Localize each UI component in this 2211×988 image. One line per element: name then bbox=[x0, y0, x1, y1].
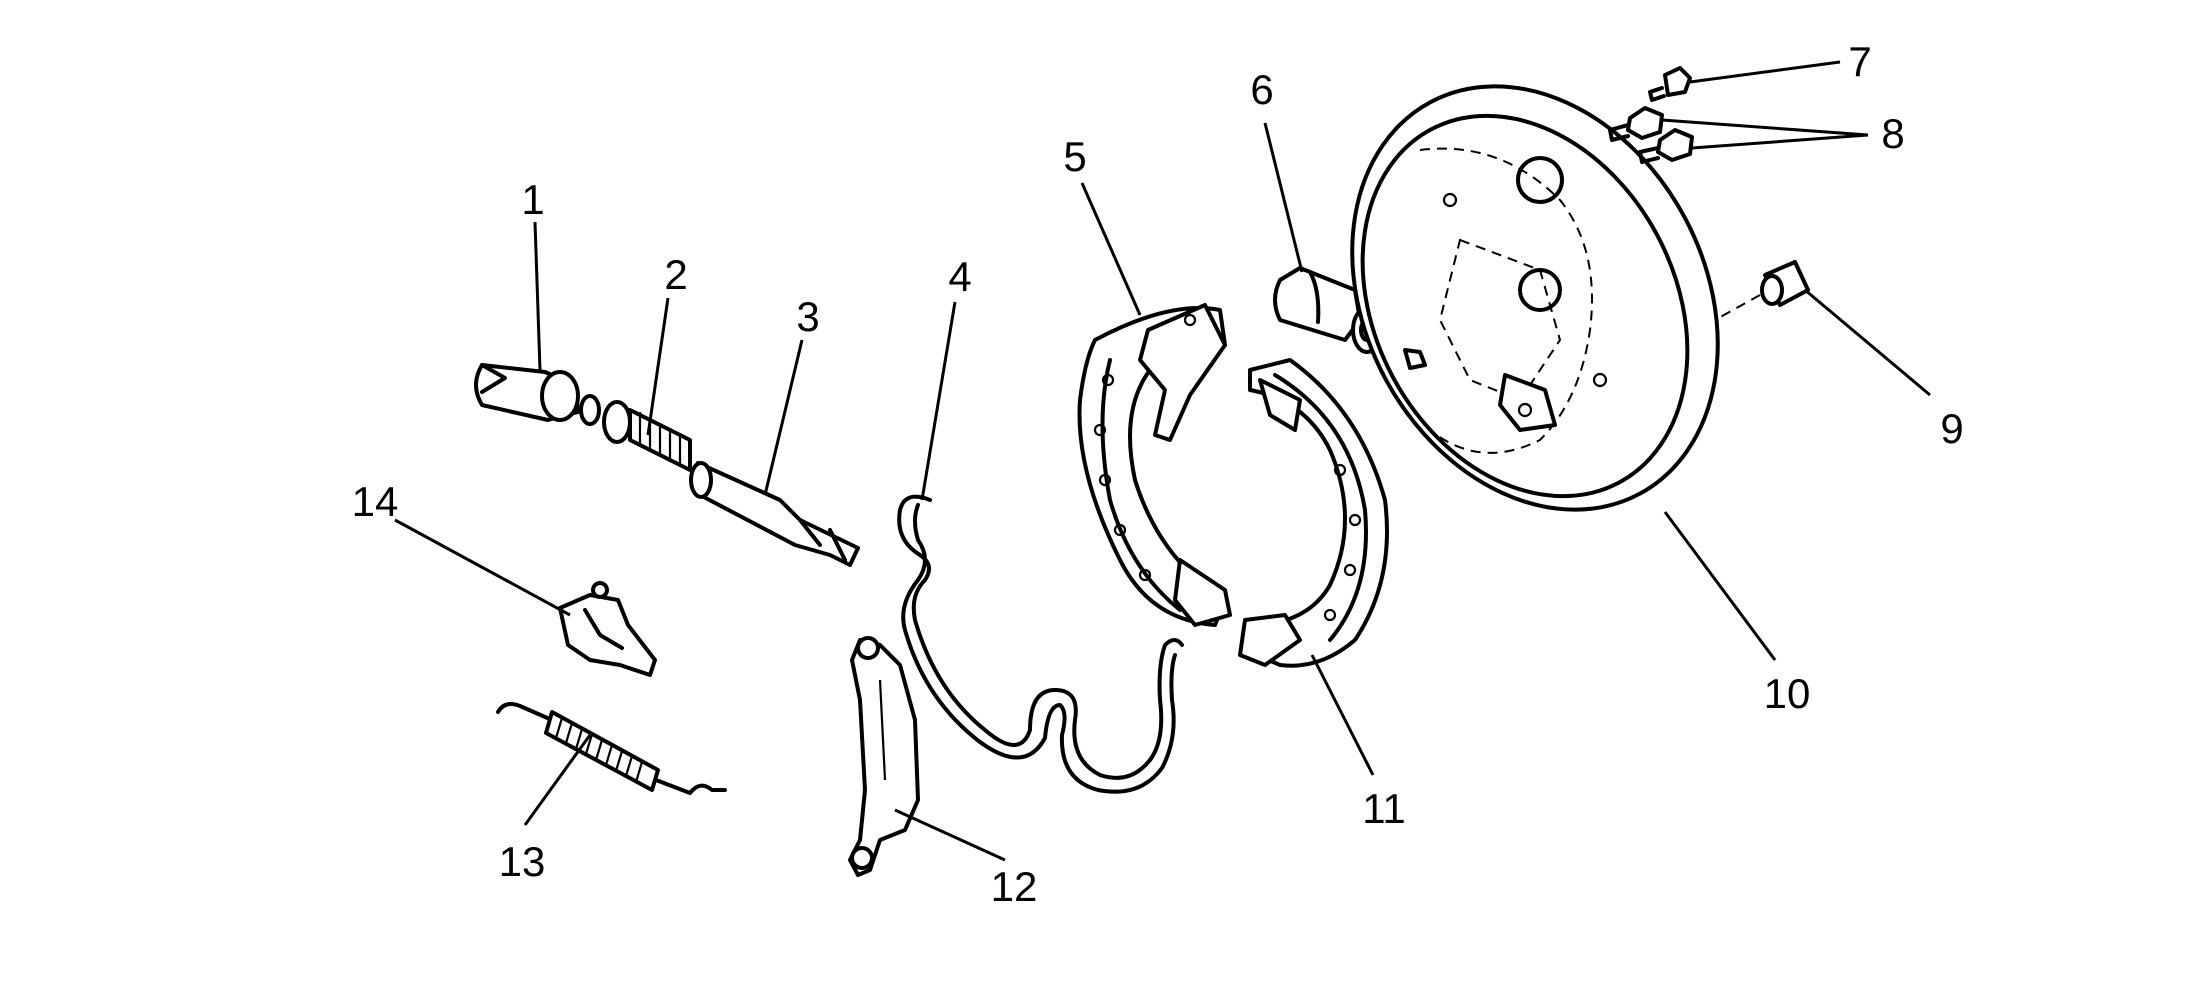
callout-numbers: 1 2 3 4 5 6 7 8 9 10 11 12 13 14 bbox=[352, 38, 1964, 910]
part-1-adjuster-socket bbox=[474, 363, 580, 422]
part-14-adjuster-lever bbox=[558, 581, 657, 677]
callout-8: 8 bbox=[1881, 110, 1904, 157]
part-4-parking-brake-wire bbox=[897, 494, 1184, 794]
part-11-brake-shoe-secondary bbox=[1238, 358, 1389, 668]
leader-9 bbox=[1804, 288, 1931, 397]
callout-9: 9 bbox=[1940, 405, 1963, 452]
callout-14: 14 bbox=[352, 478, 399, 525]
leader-13 bbox=[523, 734, 592, 826]
leader-lines bbox=[394, 60, 1931, 862]
leader-12 bbox=[894, 808, 1006, 862]
leader-1 bbox=[533, 221, 542, 371]
part-5-brake-shoe-primary bbox=[1077, 303, 1232, 627]
part-8-mounting-bolts bbox=[1608, 106, 1694, 164]
leader-8b bbox=[1691, 133, 1869, 150]
part-13-return-spring bbox=[496, 702, 727, 795]
callout-2: 2 bbox=[664, 251, 687, 298]
callout-6: 6 bbox=[1250, 66, 1273, 113]
callout-7: 7 bbox=[1848, 38, 1871, 85]
part-10-backing-plate bbox=[1350, 84, 1720, 512]
leader-11 bbox=[1310, 654, 1375, 776]
callout-11: 11 bbox=[1362, 785, 1406, 832]
leader-2 bbox=[646, 297, 670, 436]
leader-6 bbox=[1263, 122, 1304, 273]
leader-7 bbox=[1689, 60, 1841, 84]
part-7-bleeder-screw bbox=[1648, 66, 1692, 102]
leader-4 bbox=[920, 301, 957, 501]
leader-14 bbox=[394, 518, 571, 617]
part-2-adjuster-screw bbox=[579, 394, 692, 472]
callout-5: 5 bbox=[1063, 133, 1086, 180]
leader-10 bbox=[1663, 511, 1777, 661]
callout-1: 1 bbox=[521, 176, 544, 223]
callout-12: 12 bbox=[991, 863, 1038, 910]
part-12-parking-brake-lever bbox=[848, 636, 920, 877]
callout-13: 13 bbox=[499, 838, 546, 885]
leader-3 bbox=[763, 339, 804, 496]
callout-10: 10 bbox=[1764, 670, 1811, 717]
leader-8a bbox=[1661, 118, 1869, 137]
callout-4: 4 bbox=[948, 253, 971, 300]
callout-3: 3 bbox=[796, 293, 819, 340]
part-9-access-plug bbox=[1714, 260, 1810, 321]
leader-5 bbox=[1080, 182, 1142, 316]
part-3-adjuster-pivot bbox=[689, 461, 860, 567]
